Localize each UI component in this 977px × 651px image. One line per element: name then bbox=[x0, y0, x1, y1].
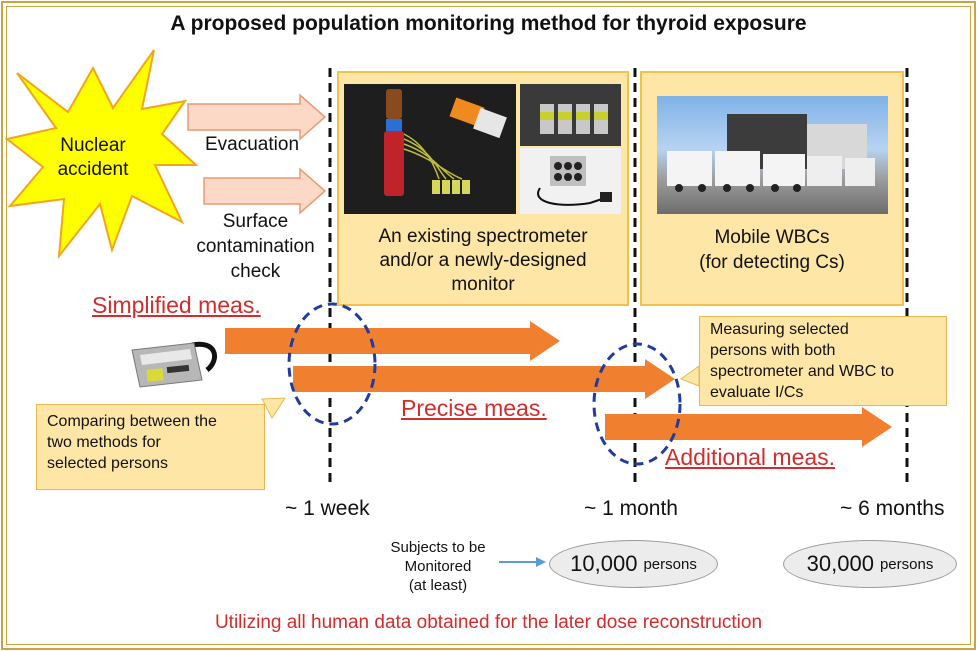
additional-text: Additional meas. bbox=[665, 444, 836, 470]
subjects-line-3: (at least) bbox=[408, 577, 468, 594]
count-6-months-unit: persons bbox=[879, 555, 934, 573]
wbc-panel: Mobile WBCs (for detecting Cs) bbox=[640, 71, 904, 306]
subjects-arrow-head bbox=[536, 557, 546, 567]
count-6-months-value: 30,000 bbox=[806, 551, 874, 576]
spectrometer-line-1: An existing spectrometer bbox=[378, 226, 588, 247]
spectrometer-drawing bbox=[384, 89, 507, 196]
contamination-arrow bbox=[203, 167, 327, 215]
spectrometer-caption: An existing spectrometer and/or a newly-… bbox=[339, 225, 627, 297]
survey-meter-drawing bbox=[131, 341, 218, 388]
spectrometer-panel: An existing spectrometer and/or a newly-… bbox=[337, 71, 629, 306]
surface-check-label: Surface contamination check bbox=[188, 209, 323, 284]
measure-line-3: spectrometer and WBC to bbox=[710, 363, 895, 380]
month-dashed-ellipse bbox=[592, 342, 682, 466]
precise-arrow bbox=[293, 359, 675, 399]
subjects-line-2: Monitored bbox=[404, 558, 472, 575]
accident-line-1: Nuclear bbox=[60, 135, 126, 156]
timeline-six-months-label: ~ 6 months bbox=[840, 497, 945, 520]
spectrometer-photo bbox=[344, 84, 516, 214]
timeline-week-label: ~ 1 week bbox=[285, 497, 370, 520]
compare-line-2: two methods for bbox=[47, 434, 161, 451]
precise-label: Precise meas. bbox=[401, 395, 547, 422]
survey-meter-photo bbox=[122, 325, 224, 395]
detector-array-photo bbox=[520, 84, 621, 146]
inner-frame bbox=[6, 6, 971, 645]
surface-line-3: check bbox=[230, 261, 281, 282]
detector-unit-drawing bbox=[537, 156, 612, 206]
subjects-label: Subjects to be Monitored (at least) bbox=[372, 538, 504, 595]
timeline-month-label: ~ 1 month bbox=[584, 497, 678, 520]
compare-line-1: Comparing between the bbox=[47, 413, 217, 430]
detector-unit-photo bbox=[520, 148, 621, 214]
measure-line-1: Measuring selected bbox=[710, 321, 849, 338]
spectrometer-line-2: and/or a newly-designed bbox=[379, 250, 587, 271]
accident-label: Nuclear accident bbox=[48, 134, 138, 182]
measure-line-2: persons with both bbox=[710, 342, 836, 359]
surface-line-2: contamination bbox=[196, 236, 315, 257]
explosion-star-icon bbox=[4, 49, 199, 260]
detector-array-drawing bbox=[540, 104, 608, 134]
compare-callout: Comparing between the two methods for se… bbox=[36, 404, 265, 490]
subjects-line-1: Subjects to be bbox=[390, 539, 486, 556]
wbc-line-2: (for detecting Cs) bbox=[699, 252, 845, 273]
simplified-text: Simplified meas. bbox=[92, 292, 261, 318]
measure-callout: Measuring selected persons with both spe… bbox=[699, 316, 947, 406]
evacuation-label: Evacuation bbox=[205, 134, 300, 155]
precise-text: Precise meas. bbox=[401, 395, 547, 421]
mobile-wbc-photo bbox=[657, 96, 888, 214]
simplified-label: Simplified meas. bbox=[92, 292, 261, 319]
spectrometer-line-3: monitor bbox=[451, 274, 515, 295]
count-1-month-ellipse: 10,000 persons bbox=[549, 540, 718, 588]
footer-note: Utilizing all human data obtained for th… bbox=[214, 612, 763, 633]
measure-callout-pointer bbox=[679, 365, 700, 387]
measure-line-4: evaluate I/Cs bbox=[710, 384, 804, 401]
count-1-month-unit: persons bbox=[643, 555, 697, 573]
mobile-wbc-drawing bbox=[667, 114, 875, 192]
additional-arrow bbox=[605, 407, 892, 447]
count-6-months-ellipse: 30,000 persons bbox=[783, 540, 957, 588]
page-title: A proposed population monitoring method … bbox=[170, 12, 807, 35]
evacuation-arrow bbox=[187, 93, 327, 141]
surface-line-1: Surface bbox=[222, 211, 289, 232]
additional-label: Additional meas. bbox=[665, 444, 835, 471]
wbc-caption: Mobile WBCs (for detecting Cs) bbox=[642, 225, 902, 275]
compare-line-3: selected persons bbox=[47, 455, 168, 472]
wbc-line-1: Mobile WBCs bbox=[714, 227, 830, 248]
week-dashed-ellipse bbox=[287, 302, 377, 426]
count-1-month-value: 10,000 bbox=[570, 551, 638, 576]
simplified-arrow bbox=[225, 321, 560, 361]
compare-callout-pointer bbox=[261, 397, 286, 419]
accident-line-2: accident bbox=[57, 159, 129, 180]
